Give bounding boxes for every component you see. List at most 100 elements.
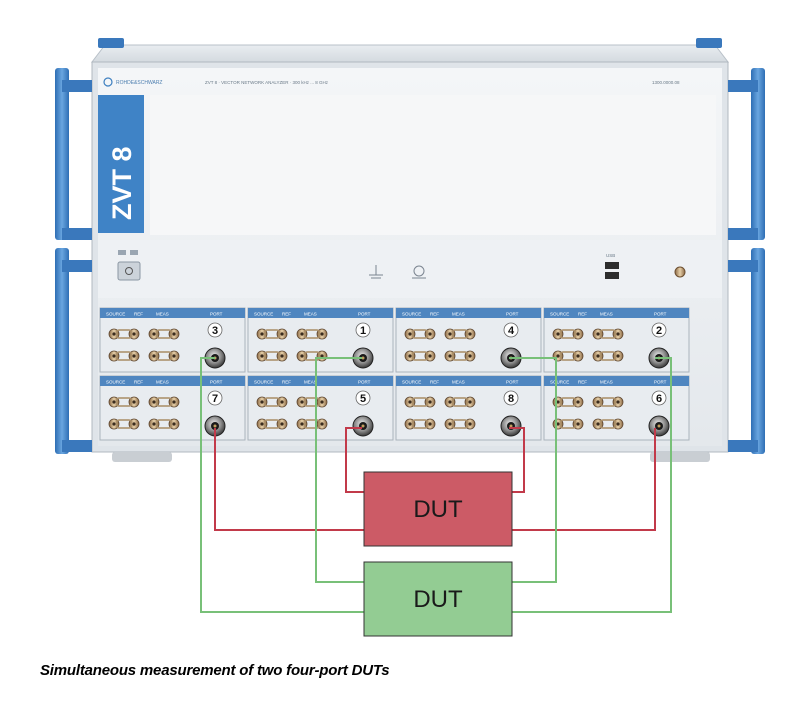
module-header-port: PORT [506,380,519,385]
jumper-link[interactable] [412,351,428,361]
brand-logo-icon [103,77,113,87]
jumper-link[interactable] [156,351,172,361]
dut-red-label: DUT [413,496,463,523]
jumper-link[interactable] [156,329,172,339]
dut-red: DUT [363,471,513,547]
usb-port-2[interactable] [605,272,619,279]
module-header-ref: REF [282,380,291,385]
sma-pin [596,400,600,404]
jumper-link[interactable] [412,397,428,407]
module-header-port: PORT [654,380,667,385]
sma-pin [408,400,412,404]
jumper-link[interactable] [156,419,172,429]
module-header-ref: REF [578,380,587,385]
sma-pin [408,354,412,358]
sma-pin [280,422,284,426]
sma-pin [300,354,304,358]
module-header-ref: REF [430,380,439,385]
sma-pin [616,422,620,426]
module-header-port: PORT [210,380,223,385]
jumper-link[interactable] [264,397,280,407]
jumper-link[interactable] [452,397,468,407]
power-button[interactable] [117,261,141,281]
sma-pin [112,400,116,404]
jumper-link[interactable] [560,329,576,339]
jumper-link[interactable] [156,397,172,407]
jumper-link[interactable] [560,351,576,361]
usb-label: USB [606,253,615,258]
sma-pin [280,354,284,358]
green-cable-port3 [200,357,364,613]
sma-pin [300,332,304,336]
jumper-link[interactable] [304,351,320,361]
jumper-link[interactable] [264,419,280,429]
foot-right [650,452,710,462]
jumper-link[interactable] [116,419,132,429]
sma-pin [260,400,264,404]
jumper-link[interactable] [452,351,468,361]
control-strip: USB [98,240,722,298]
sma-pin [132,332,136,336]
jumper-link[interactable] [116,397,132,407]
usb-port-1[interactable] [605,262,619,269]
sma-pin [112,354,116,358]
sma-pin [596,332,600,336]
jumper-link[interactable] [116,329,132,339]
port-number-badge [355,322,371,338]
jumper-link[interactable] [116,351,132,361]
jumper-link[interactable] [560,419,576,429]
module-header-source: SOURCE [254,380,273,385]
jumper-link[interactable] [412,329,428,339]
sma-pin [172,422,176,426]
module-header-source: SOURCE [550,380,569,385]
sma-pin [300,422,304,426]
jumper-link[interactable] [304,397,320,407]
green-cable-port4 [509,357,557,583]
sma-pin [320,332,324,336]
module-header-meas: MEAS [156,312,169,317]
red-cable-port8 [509,427,525,493]
port-number-badge [207,322,223,338]
sma-pin [448,422,452,426]
module-header-meas: MEAS [600,380,613,385]
left-handle [55,68,92,454]
sma-pin [112,422,116,426]
sma-pin [280,332,284,336]
sma-pin [132,422,136,426]
module-header-ref: REF [134,312,143,317]
module-header-source: SOURCE [106,312,125,317]
sma-pin [616,354,620,358]
jumper-link[interactable] [600,329,616,339]
jumper-link[interactable] [264,351,280,361]
port-number-badge [651,322,667,338]
jumper-link[interactable] [304,329,320,339]
port-number-badge [207,390,223,406]
jumper-link[interactable] [304,419,320,429]
test-port-pin [361,356,365,360]
sma-pin [596,422,600,426]
ground-icon-1 [369,265,383,279]
jumper-link[interactable] [264,329,280,339]
sma-pin [132,354,136,358]
jumper-link[interactable] [452,419,468,429]
brand-header: ROHDE&SCHWARZ ZVT 8 · VECTOR NETWORK ANA… [103,77,680,87]
dut-green: DUT [363,561,513,637]
ground-icon-2 [412,265,426,279]
jumper-link[interactable] [600,419,616,429]
aux-connector[interactable] [674,266,686,278]
sma-pin [172,332,176,336]
jumper-link[interactable] [412,419,428,429]
sma-pin [616,400,620,404]
jumper-link[interactable] [600,351,616,361]
module-header-port: PORT [506,312,519,317]
figure-caption: Simultaneous measurement of two four-por… [40,662,390,679]
jumper-link[interactable] [560,397,576,407]
module-header-source: SOURCE [254,312,273,317]
jumper-link[interactable] [600,397,616,407]
sma-pin [576,400,580,404]
test-port-pin [213,424,217,428]
jumper-link[interactable] [452,329,468,339]
